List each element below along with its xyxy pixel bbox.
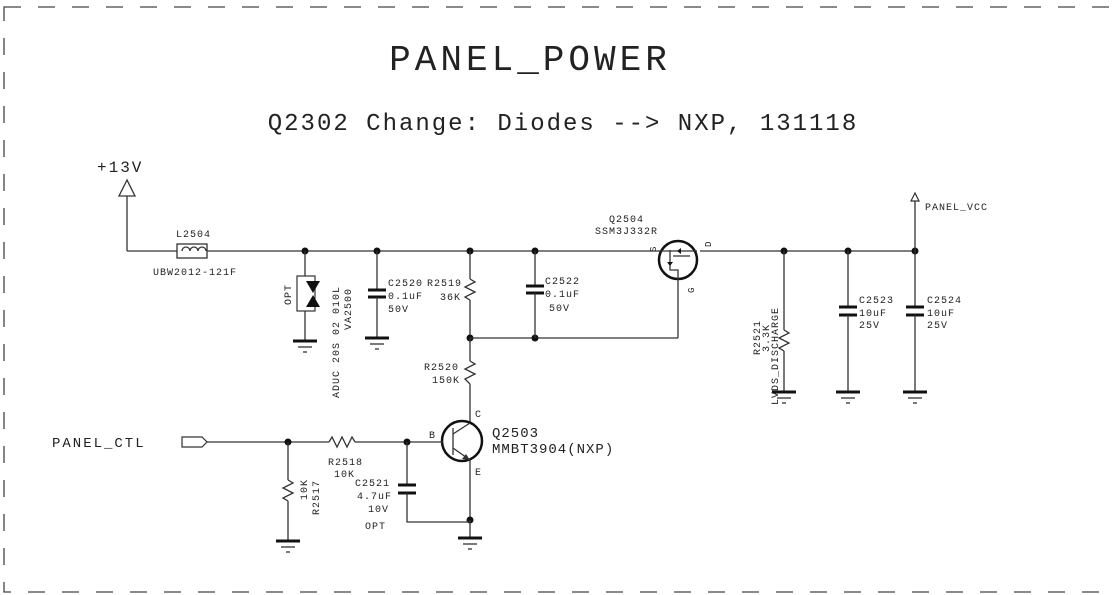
c2522-ref: C2522 [545,277,580,288]
q2504-part: SSM3J332R [595,227,658,238]
c2523-value: 10uF [859,309,887,320]
varistor-tvs: OPT ADUC 20S 02 010L VA2500 [284,251,355,398]
sheet-border [3,6,1115,593]
r2521-value: 3.3K [762,324,773,352]
power-port-13v: +13V [97,159,143,251]
net-label-13v: +13V [97,159,143,177]
r2520-ref: R2520 [424,363,459,374]
varistor-opt: OPT [284,284,295,305]
r2519-value: 36K [440,293,461,304]
c2523-voltage: 25V [859,321,880,332]
q2503-pin-b: B [429,431,436,442]
c2521-voltage: 10V [368,505,389,516]
r2518-ref: R2518 [328,458,363,469]
c2521-value: 4.7uF [357,492,392,503]
r2519-ref: R2519 [427,279,462,290]
q2504-pin-d: D [704,241,714,247]
c2520-ref: C2520 [388,279,423,290]
net-label-panel-vcc: PANEL_VCC [925,203,988,214]
sheet-subtitle: Q2302 Change: Diodes --> NXP, 131118 [268,111,858,138]
c2522-voltage: 50V [549,304,570,315]
c2524-voltage: 25V [927,321,948,332]
q2503-pin-c: C [475,410,482,421]
capacitor-c2521: C2521 4.7uF 10V OPT [355,442,470,533]
capacitor-c2524: C2524 10uF 25V [903,251,962,404]
transistor-q2503: C B E Q2503 MMBT3904(NXP) [429,410,614,520]
r2521-ref: R2521 [753,320,764,355]
sheet-title: PANEL_POWER [389,40,671,81]
q2504-pin-s: S [649,246,659,252]
q2504-ref: Q2504 [609,215,644,226]
capacitor-c2520: C2520 0.1uF 50V [365,251,423,350]
l2504-ref: L2504 [176,230,211,241]
mosfet-q2504: Q2504 SSM3J332R S D G [595,215,714,338]
c2520-value: 0.1uF [388,292,423,303]
r2521-name: LVDS_DISCHARGE [771,307,782,405]
net-label-panel-ctl: PANEL_CTL [52,436,146,452]
port-panel-ctl: PANEL_CTL [52,436,208,452]
r2517-ref: R2517 [312,480,323,515]
resistor-r2520: R2520 150K [424,338,477,423]
c2521-ref: C2521 [355,479,390,490]
c2523-ref: C2523 [859,296,894,307]
c2522-value: 0.1uF [545,290,580,301]
q2504-pin-g: G [687,287,697,293]
c2520-voltage: 50V [388,305,409,316]
resistor-r2519: R2519 36K [427,251,477,338]
c2521-opt: OPT [365,522,386,533]
c2524-ref: C2524 [927,296,962,307]
power-port-panel-vcc: PANEL_VCC [910,191,988,251]
resistor-r2521: R2521 3.3K LVDS_DISCHARGE [753,251,796,405]
q2503-ref: Q2503 [492,426,539,442]
resistor-r2518: R2518 10K [328,435,443,481]
inductor-l2504: L2504 UBW2012-121F [153,230,237,279]
l2504-value: UBW2012-121F [153,268,237,279]
capacitor-c2522: C2522 0.1uF 50V [526,251,580,338]
r2518-value: 10K [334,470,355,481]
q2503-pin-e: E [475,468,482,479]
capacitor-c2523: C2523 10uF 25V [836,251,894,404]
r2517-value: 10K [300,479,311,500]
varistor-part1: ADUC 20S 02 010L [332,286,343,398]
c2524-value: 10uF [927,309,955,320]
r2520-value: 150K [432,376,460,387]
varistor-part2: VA2500 [344,288,355,330]
q2503-part: MMBT3904(NXP) [492,442,614,458]
resistor-r2517: 10K R2517 [276,442,323,553]
